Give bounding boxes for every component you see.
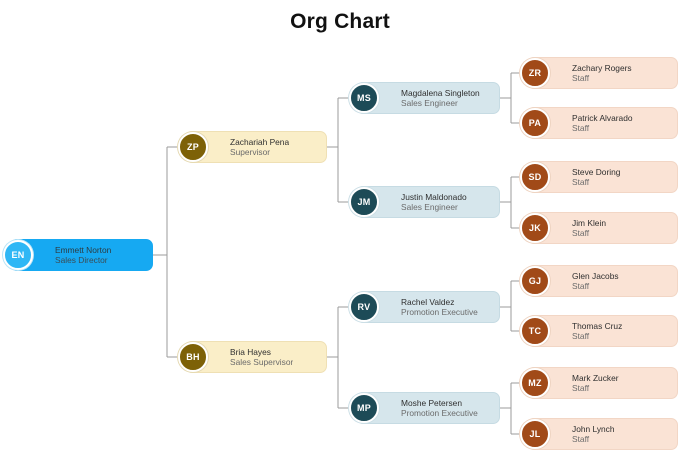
node-name: Mark Zucker	[572, 372, 619, 383]
org-node-emmett-norton[interactable]: EN Emmett Norton Sales Director	[3, 239, 153, 271]
node-title: Staff	[572, 434, 590, 444]
avatar: MZ	[520, 368, 550, 398]
node-title: Sales Engineer	[401, 202, 458, 212]
avatar: ZR	[520, 58, 550, 88]
avatar: SD	[520, 162, 550, 192]
node-name: John Lynch	[572, 423, 615, 434]
node-name: Glen Jacobs	[572, 270, 619, 281]
org-node-zachariah-pena[interactable]: ZP Zachariah Pena Supervisor	[178, 131, 327, 163]
avatar: ZP	[178, 132, 208, 162]
node-name: Moshe Petersen	[401, 397, 462, 408]
org-node-steve-doring[interactable]: SD Steve Doring Staff	[520, 161, 678, 193]
node-title: Staff	[572, 123, 590, 133]
node-name: Steve Doring	[572, 166, 621, 177]
node-name: Jim Klein	[572, 217, 606, 228]
node-title: Staff	[572, 177, 590, 187]
node-title: Supervisor	[230, 147, 271, 157]
node-title: Sales Supervisor	[230, 357, 294, 367]
org-node-jim-klein[interactable]: JK Jim Klein Staff	[520, 212, 678, 244]
node-name: Justin Maldonado	[401, 191, 467, 202]
avatar: JM	[349, 187, 379, 217]
node-title: Promotion Executive	[401, 408, 478, 418]
avatar: TC	[520, 316, 550, 346]
node-title: Staff	[572, 281, 590, 291]
org-node-patrick-alvarado[interactable]: PA Patrick Alvarado Staff	[520, 107, 678, 139]
avatar: BH	[178, 342, 208, 372]
avatar: MS	[349, 83, 379, 113]
page-title: Org Chart	[290, 10, 390, 33]
org-node-bria-hayes[interactable]: BH Bria Hayes Sales Supervisor	[178, 341, 327, 373]
org-node-moshe-petersen[interactable]: MP Moshe Petersen Promotion Executive	[349, 392, 500, 424]
org-node-rachel-valdez[interactable]: RV Rachel Valdez Promotion Executive	[349, 291, 500, 323]
avatar: GJ	[520, 266, 550, 296]
avatar: PA	[520, 108, 550, 138]
org-node-john-lynch[interactable]: JL John Lynch Staff	[520, 418, 678, 450]
org-node-thomas-cruz[interactable]: TC Thomas Cruz Staff	[520, 315, 678, 347]
node-title: Staff	[572, 331, 590, 341]
node-title: Sales Engineer	[401, 98, 458, 108]
avatar: MP	[349, 393, 379, 423]
org-node-justin-maldonado[interactable]: JM Justin Maldonado Sales Engineer	[349, 186, 500, 218]
node-name: Rachel Valdez	[401, 296, 455, 307]
node-name: Emmett Norton	[55, 244, 112, 255]
node-title: Staff	[572, 228, 590, 238]
node-name: Magdalena Singleton	[401, 87, 480, 98]
node-title: Promotion Executive	[401, 307, 478, 317]
org-node-zachary-rogers[interactable]: ZR Zachary Rogers Staff	[520, 57, 678, 89]
org-node-mark-zucker[interactable]: MZ Mark Zucker Staff	[520, 367, 678, 399]
node-name: Zachary Rogers	[572, 62, 632, 73]
node-title: Staff	[572, 73, 590, 83]
node-title: Sales Director	[55, 255, 108, 265]
org-node-magdalena-singleton[interactable]: MS Magdalena Singleton Sales Engineer	[349, 82, 500, 114]
node-name: Thomas Cruz	[572, 320, 623, 331]
node-name: Bria Hayes	[230, 346, 271, 357]
avatar: JL	[520, 419, 550, 449]
node-title: Staff	[572, 383, 590, 393]
avatar: JK	[520, 213, 550, 243]
node-name: Zachariah Pena	[230, 136, 290, 147]
node-name: Patrick Alvarado	[572, 112, 633, 123]
org-node-glen-jacobs[interactable]: GJ Glen Jacobs Staff	[520, 265, 678, 297]
avatar: EN	[3, 240, 33, 270]
avatar: RV	[349, 292, 379, 322]
